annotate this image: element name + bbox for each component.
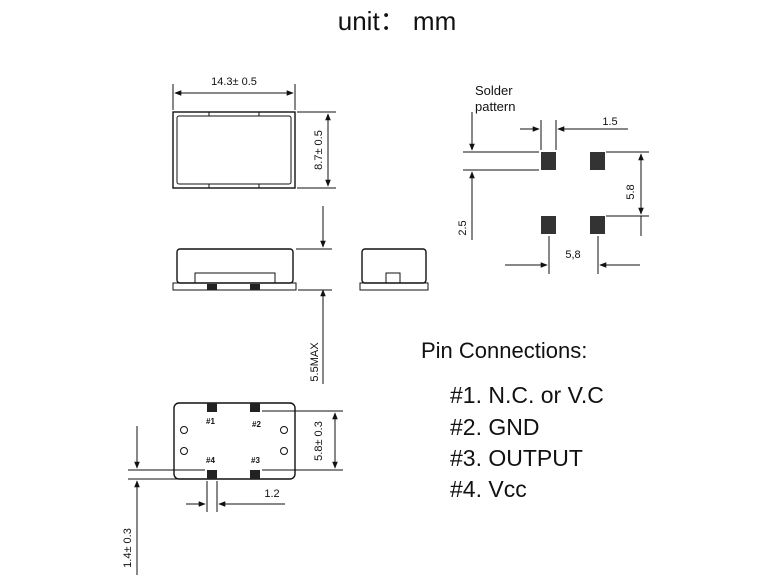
solder-vertical-spacing-label: 5.8 — [625, 184, 637, 199]
pin-connection-item: #2. GND — [450, 414, 539, 440]
side-view-inner-step — [194, 272, 276, 284]
bottom-view-body — [173, 402, 296, 480]
pin-marker-2: #2 — [252, 420, 261, 429]
solder-pattern-label-line2: pattern — [475, 99, 515, 114]
top-view-inner-body — [176, 115, 292, 185]
bottom-pad-1 — [207, 403, 217, 412]
solder-pattern: Solder pattern 1.5 5.8 5,8 2.5 — [457, 83, 649, 274]
bottom-pad-3 — [250, 470, 260, 479]
pin-marker-4: #4 — [206, 456, 215, 465]
end-view — [359, 248, 429, 291]
bottom-hole-4 — [280, 447, 288, 455]
pin-connection-item: #3. OUTPUT — [450, 445, 583, 471]
solder-pad-top-left — [541, 152, 556, 170]
solder-pad-top-right — [590, 152, 605, 170]
side-pad-right — [250, 284, 260, 290]
bottom-hole-2 — [180, 447, 188, 455]
bottom-pad-2 — [250, 403, 260, 412]
bottom-hole-3 — [280, 426, 288, 434]
bottom-pad-4 — [207, 470, 217, 479]
bottom-spacing-label: 5.8± 0.3 — [313, 421, 325, 461]
solder-pattern-label-line1: Solder — [475, 83, 513, 98]
pin-connection-item: #1. N.C. or V.C — [450, 382, 604, 408]
end-view-base — [359, 282, 429, 291]
top-width-label: 14.3± 0.5 — [211, 76, 257, 88]
pin-connections: Pin Connections: #1. N.C. or V.C #2. GND… — [421, 338, 604, 502]
pin-marker-1: #1 — [206, 417, 215, 426]
bottom-view: #1 #2 #4 #3 5.8± 0.3 1.2 1.4± 0.3 — [122, 402, 343, 575]
page-title: unit： mm — [338, 6, 456, 36]
side-view-body — [176, 248, 294, 284]
pin-marker-3: #3 — [251, 456, 260, 465]
side-view-base — [172, 282, 297, 291]
bottom-pad-length-label: 1.4± 0.3 — [122, 528, 134, 568]
end-view-body — [361, 248, 427, 284]
solder-pad-height-label: 2.5 — [457, 220, 469, 235]
side-view — [172, 248, 297, 291]
bottom-hole-1 — [180, 426, 188, 434]
top-view-body — [172, 111, 296, 189]
solder-pad-bottom-right — [590, 216, 605, 234]
top-view: 14.3± 0.5 8.7± 0.5 — [172, 76, 336, 189]
top-height-label: 8.7± 0.5 — [313, 130, 325, 170]
bottom-pad-width-label: 1.2 — [264, 488, 279, 500]
solder-horizontal-spacing-label: 5,8 — [565, 249, 580, 261]
end-view-lead — [385, 272, 401, 284]
side-height-dimension: 5.5MAX — [296, 206, 332, 384]
side-height-label: 5.5MAX — [309, 342, 321, 382]
solder-pad-width-label: 1.5 — [602, 116, 617, 128]
side-pad-left — [207, 284, 217, 290]
pin-connections-heading: Pin Connections: — [421, 338, 587, 363]
solder-pad-bottom-left — [541, 216, 556, 234]
pin-connection-item: #4. Vcc — [450, 476, 527, 502]
